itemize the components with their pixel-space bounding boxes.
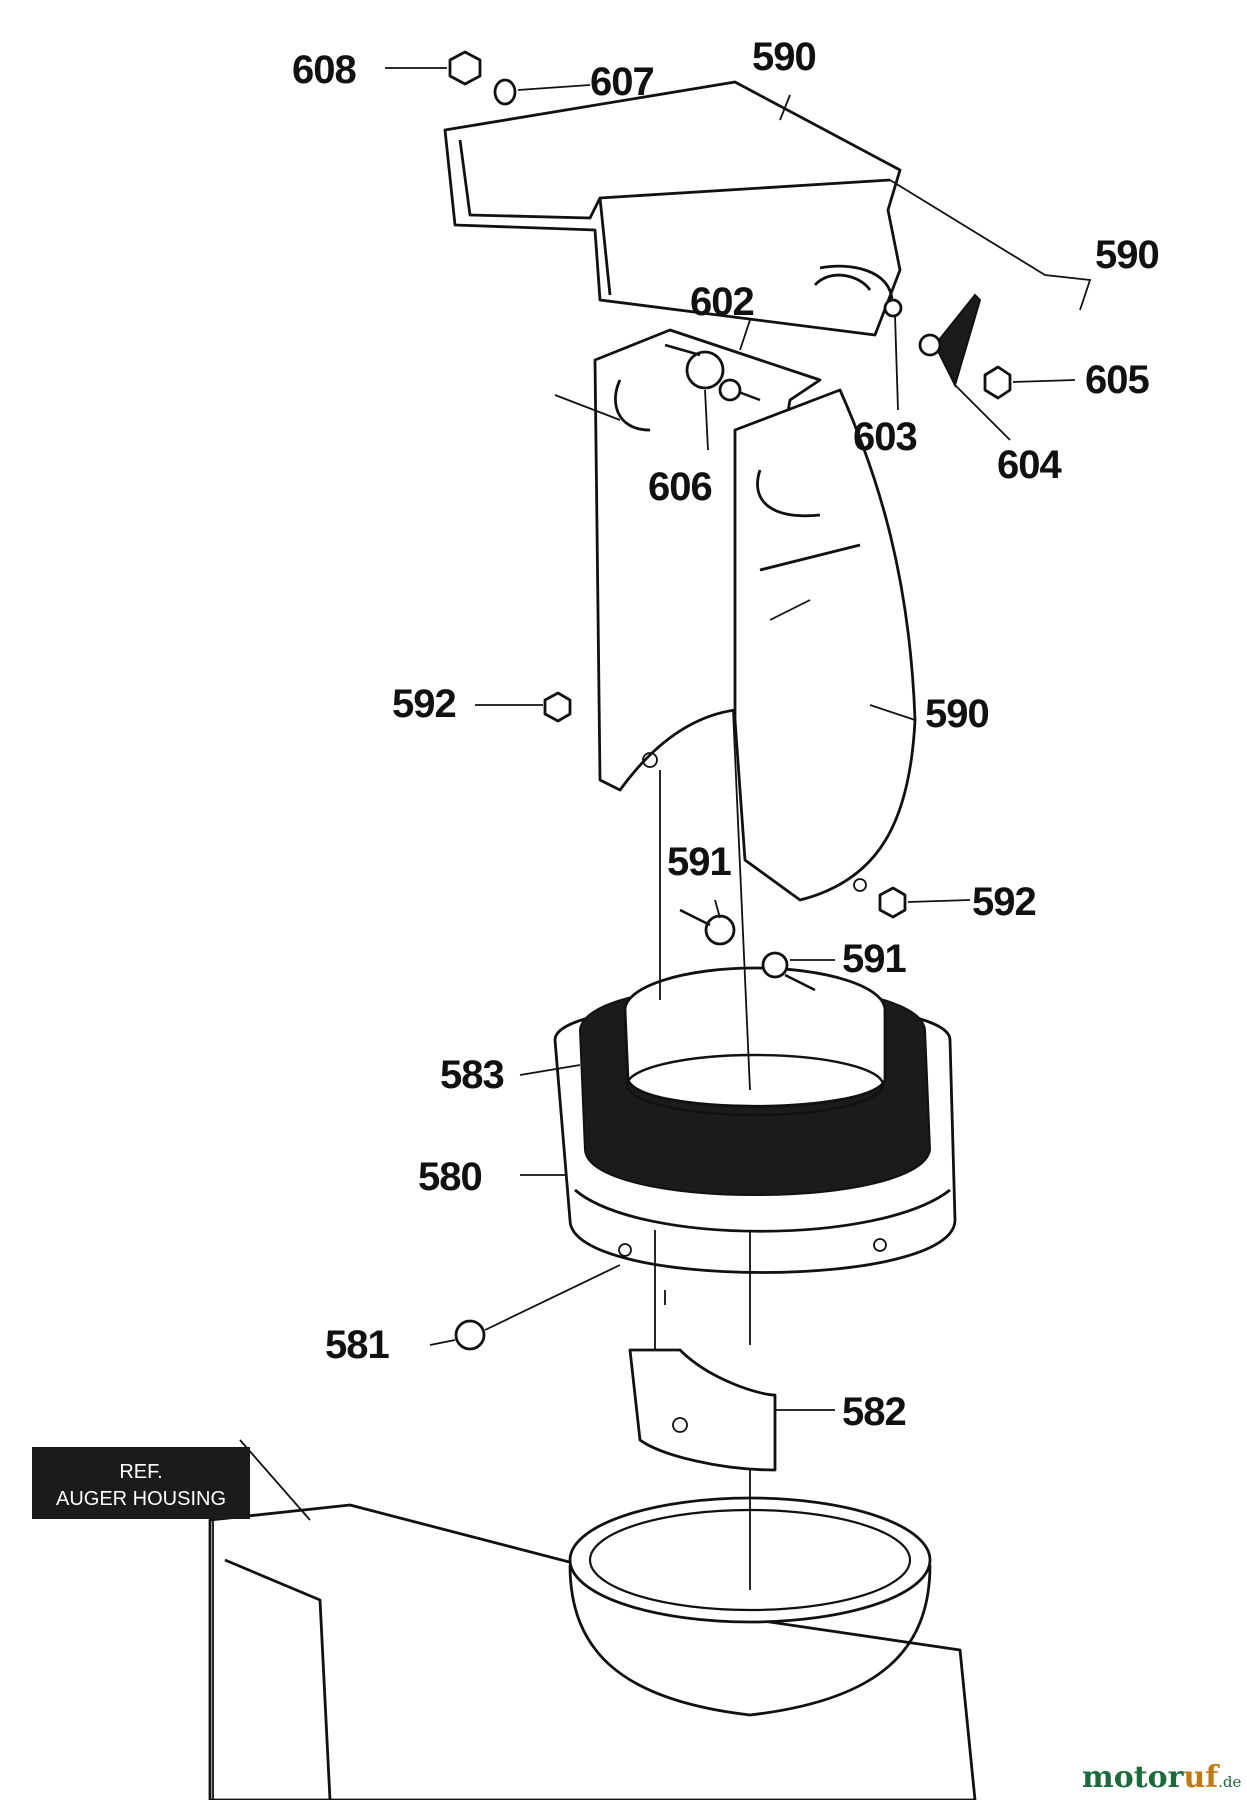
label-604: 604 bbox=[997, 443, 1062, 487]
chute-deflector bbox=[443, 80, 903, 337]
label-591-a: 591 bbox=[667, 840, 731, 884]
washer-607-icon bbox=[493, 78, 517, 106]
hardware bbox=[448, 50, 1012, 1351]
watermark-part2: uf bbox=[1183, 1760, 1220, 1795]
label-590-right: 590 bbox=[1095, 233, 1159, 277]
label-602: 602 bbox=[690, 280, 754, 324]
label-582: 582 bbox=[842, 1390, 906, 1434]
knob-606-icon bbox=[685, 350, 725, 390]
label-590-mid: 590 bbox=[925, 692, 989, 736]
reference-line-2: AUGER HOUSING bbox=[56, 1488, 226, 1510]
nut-592-right-icon bbox=[878, 886, 907, 919]
watermark-part1: motor bbox=[1082, 1760, 1185, 1795]
label-592-left: 592 bbox=[392, 682, 456, 726]
leader-lines bbox=[212, 67, 1092, 1800]
label-592-right: 592 bbox=[972, 880, 1036, 924]
shim-plate bbox=[628, 1348, 777, 1472]
label-580: 580 bbox=[418, 1155, 482, 1199]
label-607: 607 bbox=[590, 60, 654, 104]
part-labels: 608 607 590 590 602 605 603 604 606 592 … bbox=[292, 35, 1160, 1434]
knob-604-icon bbox=[933, 293, 982, 388]
watermark-text: motoruf.de bbox=[1082, 1760, 1242, 1795]
nut-608-icon bbox=[448, 50, 482, 86]
label-605: 605 bbox=[1085, 358, 1149, 402]
chute-ring-assembly bbox=[553, 966, 957, 1274]
label-608: 608 bbox=[292, 48, 356, 92]
label-581: 581 bbox=[325, 1323, 389, 1367]
reference-line-1: REF. bbox=[119, 1461, 162, 1483]
watermark-suffix: .de bbox=[1218, 1773, 1241, 1791]
nut-592-left-icon bbox=[543, 691, 572, 723]
label-590-top: 590 bbox=[752, 35, 816, 79]
label-606: 606 bbox=[648, 465, 712, 509]
label-603: 603 bbox=[853, 415, 917, 459]
nut-605-icon bbox=[983, 365, 1012, 400]
lower-chute-right bbox=[733, 388, 917, 902]
label-583: 583 bbox=[440, 1053, 504, 1097]
label-591-b: 591 bbox=[842, 937, 906, 981]
reference-box: REF. AUGER HOUSING bbox=[32, 1447, 250, 1519]
auger-housing bbox=[208, 1496, 977, 1800]
carriage-bolt-591-icon bbox=[704, 914, 736, 946]
screw-581-icon bbox=[454, 1319, 486, 1351]
watermark: motoruf.de bbox=[1082, 1760, 1242, 1795]
